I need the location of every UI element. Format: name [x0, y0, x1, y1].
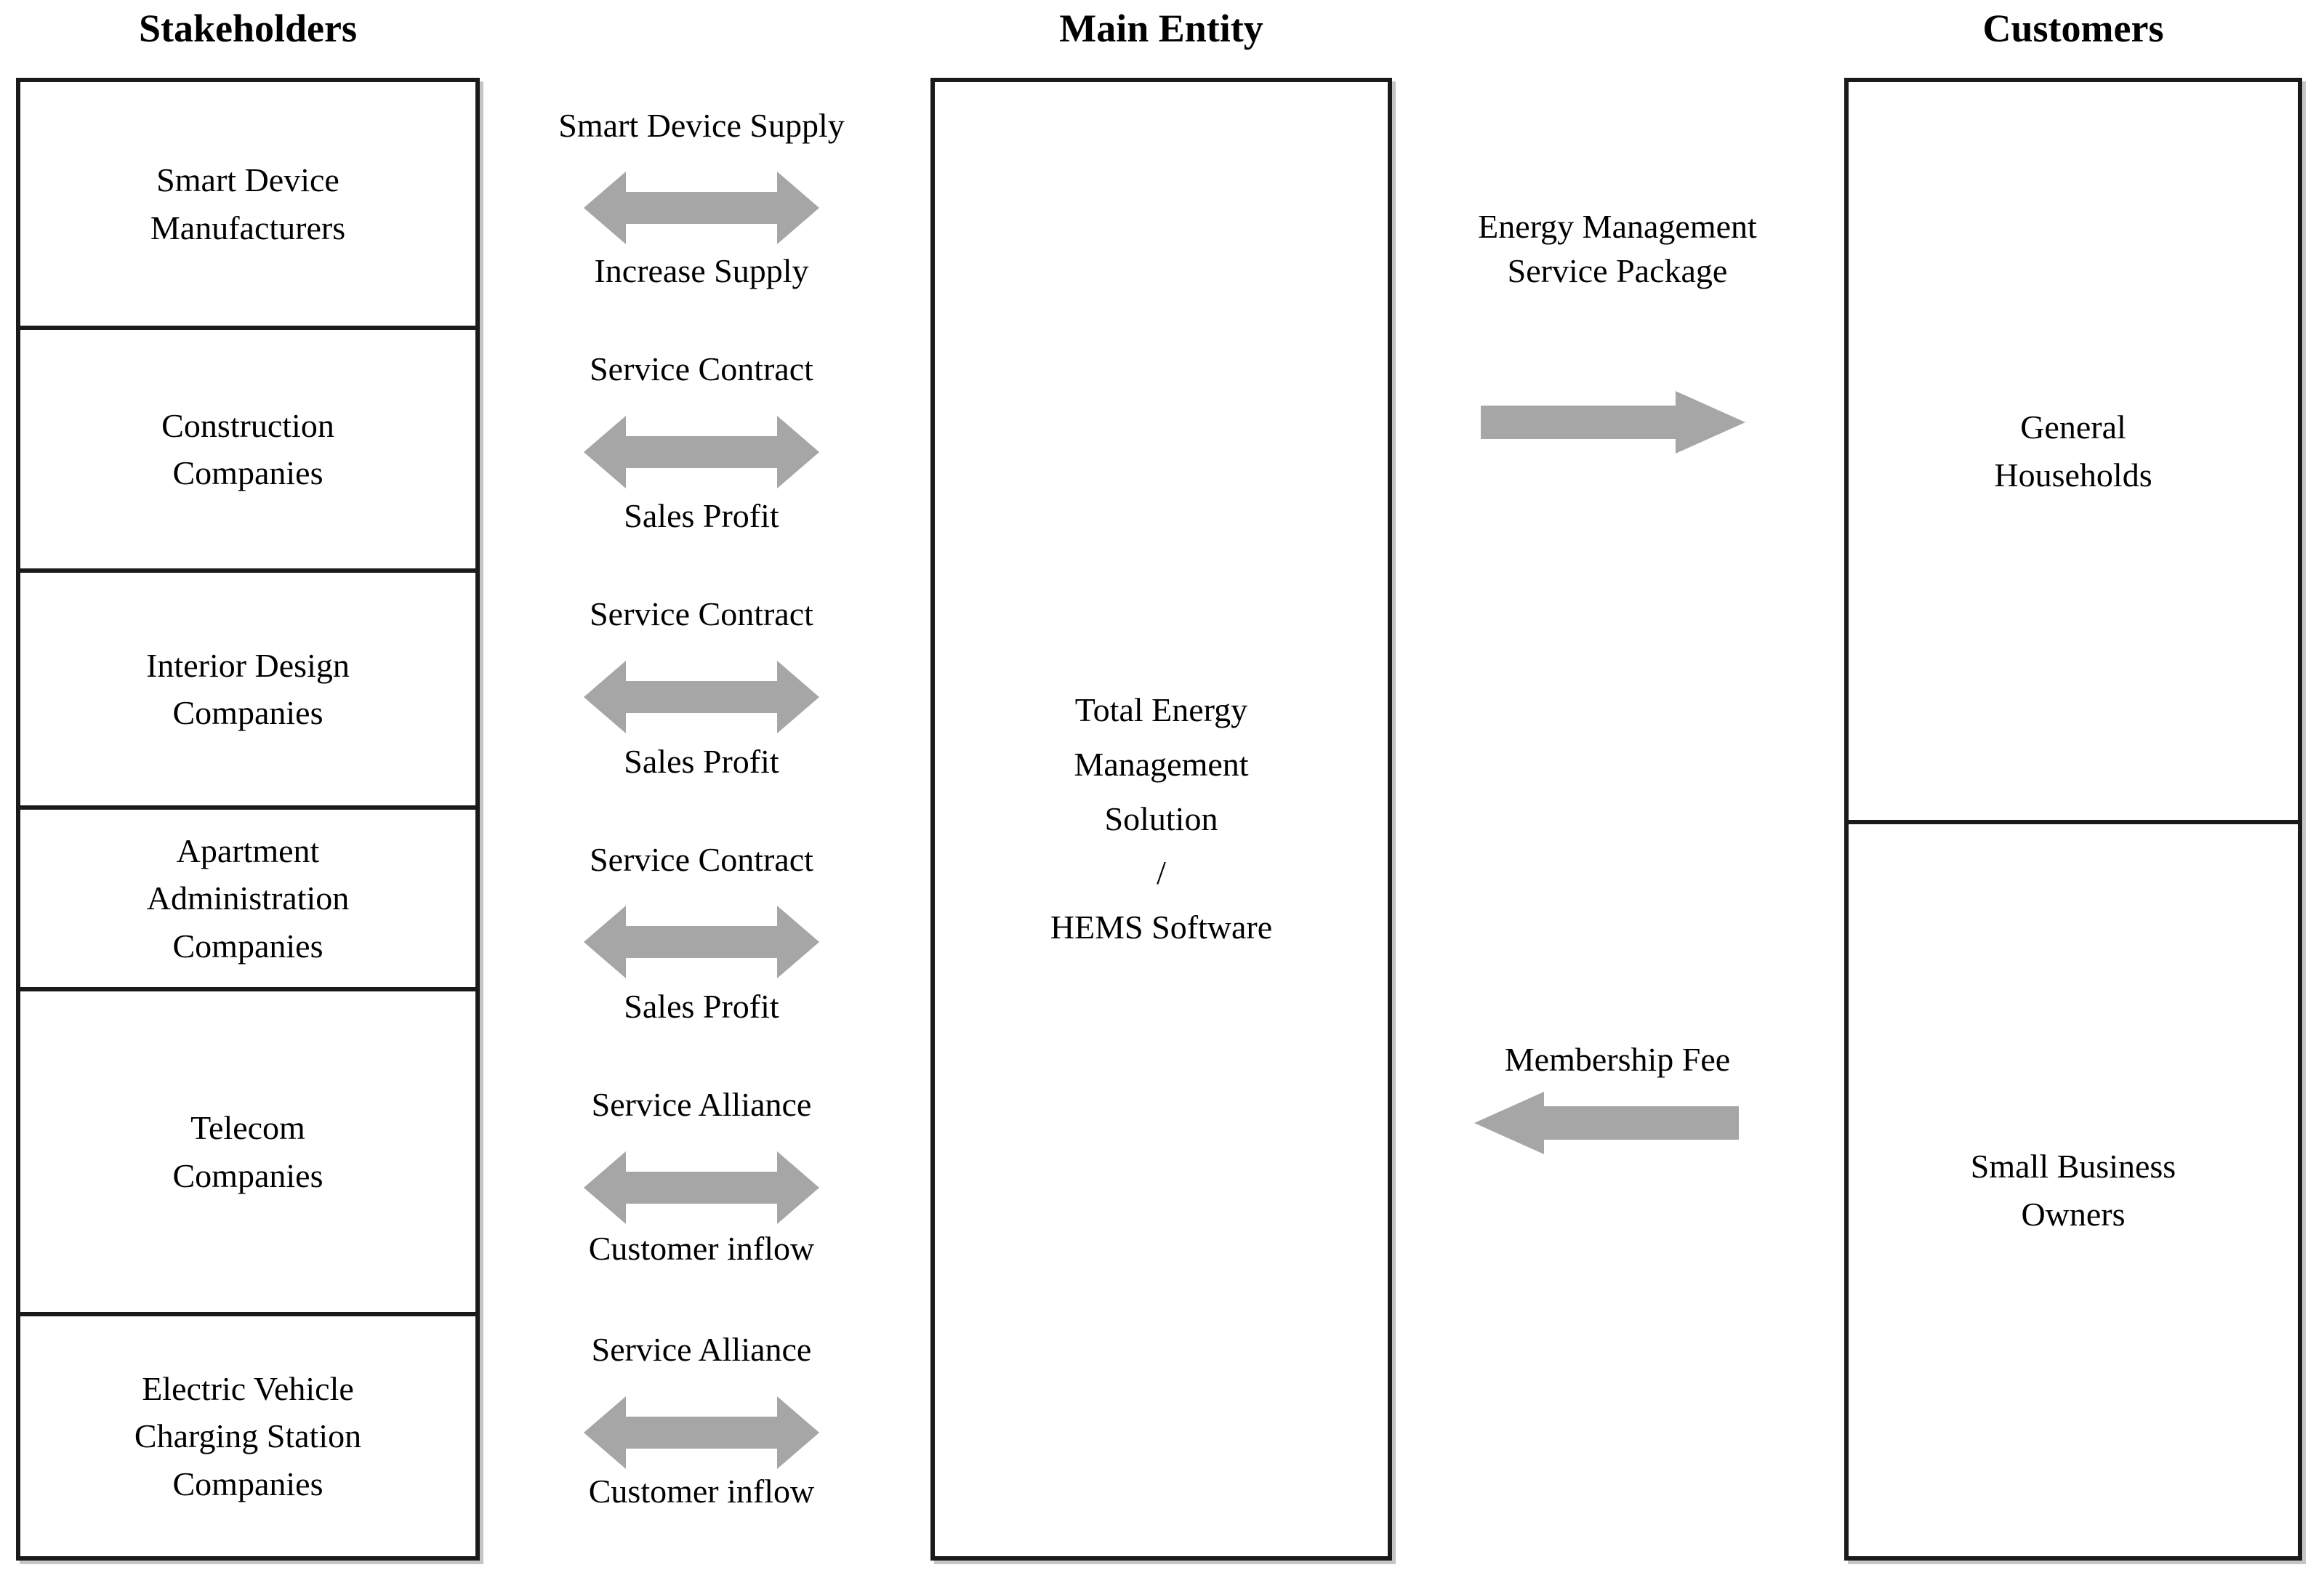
main-entity-column-heading: Main Entity	[1059, 7, 1263, 50]
stakeholders-column-box: Smart Device Manufacturers Construction …	[16, 78, 480, 1561]
stakeholder-label: Telecom Companies	[172, 1109, 323, 1194]
stakeholder-label: Construction Companies	[161, 406, 334, 491]
flow-4-bottom-label: Sales Profit	[624, 988, 779, 1025]
customer-divider-1	[1849, 820, 2298, 824]
flow-3-top-label: Service Contract	[590, 595, 813, 632]
stakeholder-divider-1	[20, 326, 475, 330]
stakeholder-cell-interior-design-companies[interactable]: Interior Design Companies	[20, 573, 475, 805]
stakeholder-label: Interior Design Companies	[146, 646, 350, 731]
customer-cell-general-households[interactable]: General Households	[1849, 82, 2298, 820]
flow-6-top-label: Service Alliance	[591, 1331, 812, 1368]
stakeholders-column-heading: Stakeholders	[138, 7, 358, 50]
flow-2-bottom-label: Sales Profit	[624, 497, 779, 534]
flow-5-bottom-label: Customer inflow	[588, 1230, 815, 1267]
left-arrow-icon	[1474, 1092, 1739, 1154]
flow-2-top-label: Service Contract	[590, 350, 813, 387]
double-headed-arrow-icon-4	[584, 903, 819, 981]
stakeholder-cell-apartment-administration-companies[interactable]: Apartment Administration Companies	[20, 810, 475, 987]
flow-1-top-label: Smart Device Supply	[558, 107, 845, 144]
stakeholder-divider-5	[20, 1312, 475, 1316]
flow-4-top-label: Service Contract	[590, 841, 813, 878]
main-entity-column-box	[930, 78, 1392, 1561]
stakeholder-label: Smart Device Manufacturers	[150, 161, 346, 246]
stakeholder-label: Electric Vehicle Charging Station Compan…	[134, 1370, 362, 1502]
flow-6-bottom-label: Customer inflow	[588, 1473, 815, 1510]
stakeholder-divider-2	[20, 568, 475, 573]
stakeholder-divider-4	[20, 987, 475, 991]
flow-1-bottom-label: Increase Supply	[594, 252, 809, 289]
double-headed-arrow-icon-5	[584, 1148, 819, 1227]
customer-cell-small-business-owners[interactable]: Small Business Owners	[1849, 824, 2298, 1556]
flow-3-bottom-label: Sales Profit	[624, 743, 779, 780]
stakeholder-divider-3	[20, 805, 475, 810]
customer-flow-2-label: Membership Fee	[1504, 1041, 1731, 1078]
stakeholder-cell-smart-device-manufacturers[interactable]: Smart Device Manufacturers	[20, 82, 475, 326]
customer-label: General Households	[1994, 408, 2152, 494]
double-headed-arrow-icon-1	[584, 169, 819, 247]
stakeholder-label: Apartment Administration Companies	[146, 832, 350, 965]
customers-column-heading: Customers	[1982, 7, 2164, 50]
customer-flow-1-label: Energy Management Service Package	[1478, 208, 1757, 289]
double-headed-arrow-icon-3	[584, 658, 819, 736]
right-arrow-icon	[1481, 391, 1745, 454]
stakeholder-cell-construction-companies[interactable]: Construction Companies	[20, 330, 475, 568]
customer-label: Small Business Owners	[1970, 1148, 2176, 1233]
customers-column-box: General Households Small Business Owners	[1844, 78, 2302, 1561]
double-headed-arrow-icon-2	[584, 413, 819, 491]
stakeholder-cell-ev-charging-station-companies[interactable]: Electric Vehicle Charging Station Compan…	[20, 1316, 475, 1556]
stakeholder-cell-telecom-companies[interactable]: Telecom Companies	[20, 991, 475, 1312]
flow-5-top-label: Service Alliance	[591, 1086, 812, 1123]
double-headed-arrow-icon-6	[584, 1393, 819, 1472]
